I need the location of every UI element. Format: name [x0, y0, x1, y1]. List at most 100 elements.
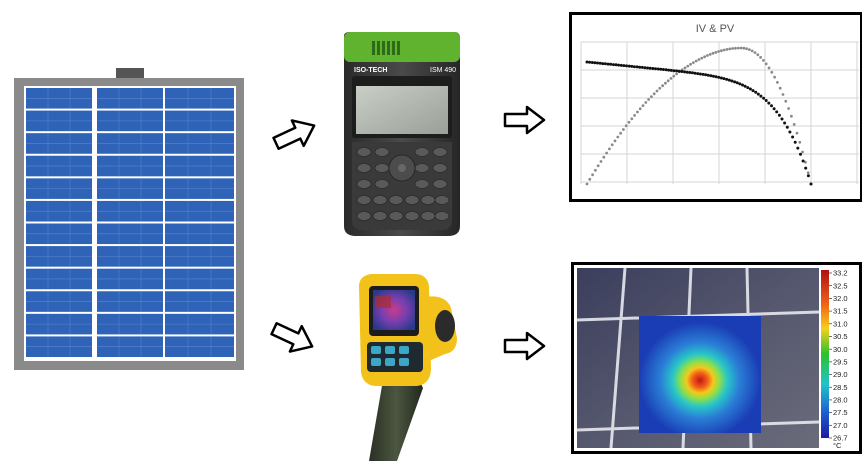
- iv-point: [640, 65, 644, 69]
- pv-point: [756, 53, 760, 57]
- keypad-button: [404, 195, 420, 205]
- camera-handle: [369, 372, 423, 461]
- pv-point: [722, 48, 726, 52]
- pv-point: [630, 117, 634, 121]
- pv-point: [697, 58, 701, 61]
- iv-point: [654, 67, 657, 71]
- pv-point: [795, 131, 799, 135]
- thermal-camera: [359, 274, 457, 461]
- iv-point: [767, 101, 771, 105]
- pv-point: [806, 171, 810, 175]
- pv-point: [784, 99, 788, 103]
- iv-point: [593, 61, 597, 65]
- temperature-scale-label: 29.5: [833, 357, 848, 366]
- iv-point: [659, 67, 663, 71]
- pv-point: [605, 151, 608, 155]
- keypad-button: [404, 211, 420, 221]
- iv-point: [733, 80, 737, 84]
- keypad-button: [356, 163, 372, 173]
- iv-point: [772, 107, 776, 111]
- pv-point: [736, 46, 740, 50]
- keypad-button: [388, 211, 404, 221]
- chart-frame: [569, 12, 862, 202]
- pv-point: [655, 89, 659, 93]
- keypad-button: [356, 211, 372, 221]
- iv-point: [806, 174, 810, 178]
- pv-point: [776, 81, 779, 84]
- iv-point: [598, 61, 602, 65]
- keypad-button: [420, 211, 436, 221]
- pv-point: [739, 46, 743, 50]
- iv-point: [741, 83, 744, 87]
- iv-point: [780, 117, 784, 121]
- iv-point: [762, 96, 766, 100]
- keypad-button: [374, 163, 390, 173]
- iv-point: [783, 121, 787, 125]
- iv-point: [759, 94, 763, 98]
- pv-point: [638, 107, 642, 111]
- keypad-button: [374, 147, 390, 157]
- iv-point: [596, 61, 599, 65]
- iv-point: [661, 68, 665, 71]
- junction-box: [116, 68, 144, 81]
- meter-screen: [356, 86, 448, 134]
- iv-point: [625, 64, 628, 68]
- pv-point: [750, 49, 754, 53]
- model-label: ISM 490: [430, 67, 456, 74]
- pv-point: [666, 79, 670, 83]
- pv-point: [731, 47, 734, 50]
- iv-point: [743, 84, 747, 88]
- keypad-button: [372, 211, 388, 221]
- iv-point: [799, 152, 802, 156]
- temperature-unit: °C: [833, 441, 842, 450]
- panel-cells: [26, 88, 234, 357]
- pv-point: [689, 62, 692, 66]
- iv-point: [793, 140, 797, 144]
- iv-point: [701, 72, 705, 76]
- iv-point: [709, 74, 713, 78]
- pv-point: [708, 53, 712, 56]
- iv-point: [717, 75, 721, 79]
- temperature-scale-label: 27.0: [833, 421, 848, 430]
- pv-point: [728, 47, 732, 51]
- solar-panel: [14, 68, 244, 370]
- iv-point: [764, 99, 768, 102]
- pv-point: [588, 177, 592, 181]
- temperature-scale-label: 30.0: [833, 345, 848, 354]
- temperature-scale-label: 32.0: [833, 294, 848, 303]
- keypad-button: [372, 195, 388, 205]
- iv-point: [611, 63, 615, 67]
- keypad-button: [414, 147, 430, 157]
- pv-point: [624, 124, 628, 128]
- pv-point: [770, 70, 774, 74]
- iv-point: [788, 130, 792, 134]
- iv-point: [738, 82, 742, 86]
- keypad-button: [414, 179, 430, 189]
- iv-point: [804, 166, 808, 170]
- pv-point: [764, 62, 768, 66]
- pv-point: [661, 84, 664, 88]
- keypad: [352, 142, 452, 230]
- pv-point: [798, 140, 802, 144]
- iv-point: [785, 125, 789, 129]
- iv-point: [664, 68, 668, 72]
- iv-point: [603, 62, 607, 66]
- iv-point: [706, 73, 710, 77]
- pv-point: [773, 75, 776, 79]
- brand-label: ISO-TECH: [354, 67, 387, 74]
- pv-point: [622, 128, 625, 131]
- iv-point: [690, 71, 694, 75]
- pv-point: [692, 61, 695, 64]
- pv-point: [669, 77, 673, 80]
- pv-point: [717, 50, 720, 53]
- iv-point: [619, 63, 623, 67]
- pv-point: [616, 135, 620, 139]
- iv-point: [609, 62, 613, 66]
- pv-point: [599, 160, 603, 163]
- temperature-scale-label: 31.0: [833, 319, 848, 328]
- iv-point: [617, 63, 621, 67]
- temperature-scale-label: 32.5: [833, 281, 848, 290]
- iv-point: [746, 86, 750, 90]
- pv-point: [608, 147, 611, 151]
- temperature-scale-label: 26.7: [833, 434, 848, 443]
